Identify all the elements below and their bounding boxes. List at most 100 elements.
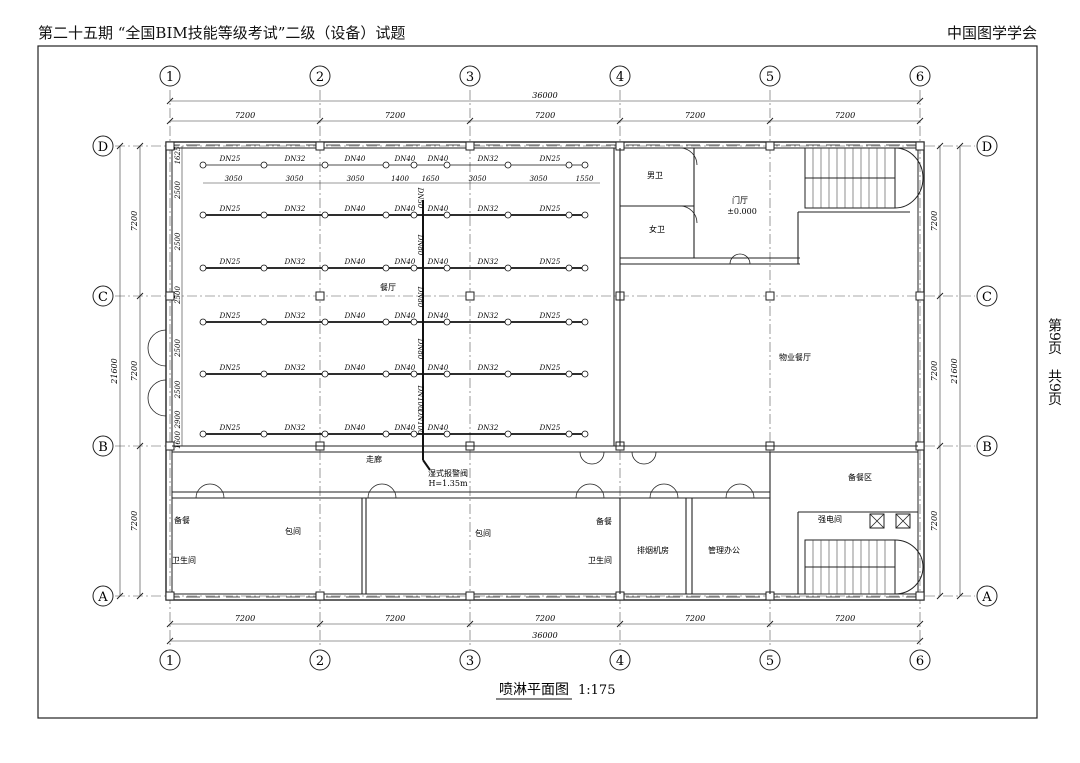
room-label-restaurant: 餐厅 [380, 283, 396, 292]
sprinkler-head [504, 161, 512, 169]
sprinkler-head [581, 370, 589, 378]
main-pipe [422, 459, 431, 471]
column [765, 291, 775, 301]
main-size-label: DN80 [416, 286, 424, 308]
page-indicator: 第9页 共9页 [1043, 318, 1062, 406]
left-bay-dim-tick [136, 442, 144, 450]
pipe-size-label: DN40 [344, 424, 366, 432]
row-spacing-label: 2500 [174, 380, 182, 399]
right-bay-dim-tick [936, 442, 944, 450]
left-bay-dim-tick [136, 142, 144, 150]
room-label-corridor: 走廊 [366, 454, 382, 464]
right-bay-dim-label: 7200 [930, 211, 939, 231]
axis-bubble [159, 649, 181, 671]
room-label-elevation: ±0.000 [727, 207, 757, 216]
room-label-business-restaurant: 物业餐厅 [779, 352, 811, 362]
right-total-dim-label: 21600 [950, 358, 959, 384]
column [465, 591, 475, 601]
axis-number: 2 [316, 654, 324, 669]
bottom-total-dim-tick [916, 637, 924, 645]
axis-bubble [609, 65, 631, 87]
pipe-size-label: DN40 [344, 155, 366, 163]
pipe-size-label: DN32 [477, 424, 499, 432]
page-total: 共9页 [1046, 368, 1062, 406]
sprinkler-head [260, 370, 268, 378]
pipe-size-label: DN32 [284, 312, 306, 320]
axis-bubble [309, 649, 331, 671]
axis-number: 6 [916, 654, 924, 669]
pipe-size-label: DN25 [539, 205, 561, 213]
room-label-alarm-height: H=1.35m [428, 479, 467, 488]
sprinkler-head [382, 264, 390, 272]
left-total-dim-tick [116, 592, 124, 600]
pipe-size-label: DN25 [219, 205, 241, 213]
pipe-size-label: DN40 [344, 364, 366, 372]
room-label-private-room-2: 包间 [475, 528, 491, 538]
sprinkler-head [565, 318, 573, 326]
column [915, 291, 925, 301]
row-spacing-label: 2500 [174, 181, 182, 200]
bottom-total-dim-tick [166, 637, 174, 645]
bottom-bay-dim-label: 7200 [385, 614, 405, 623]
row-spacing-label: 1600 [174, 431, 182, 449]
axis-bubble [92, 585, 114, 607]
sprinkler-head [504, 211, 512, 219]
sprinkler-head [504, 318, 512, 326]
top-bay-dim-label: 7200 [685, 111, 705, 120]
axis-letter: C [982, 290, 992, 305]
exterior-wall [165, 141, 925, 601]
axis-number: 2 [316, 70, 324, 85]
pipe-size-label: DN32 [284, 155, 306, 163]
sprinkler-head [321, 370, 329, 378]
sprinkler-head [199, 430, 207, 438]
page-number: 第9页 [1046, 318, 1062, 355]
axis-number: 3 [466, 70, 474, 85]
door-swing [679, 205, 698, 224]
column [165, 591, 175, 601]
sprinkler-head [581, 161, 589, 169]
axis-bubble [459, 649, 481, 671]
room-label-prep-1: 备餐 [174, 515, 190, 525]
bottom-bay-dim-label: 7200 [835, 614, 855, 623]
pipe-size-label: DN25 [539, 312, 561, 320]
column [165, 141, 175, 151]
room-label-fan-room: 排烟机房 [637, 545, 669, 555]
top-bay-dim-label: 7200 [385, 111, 405, 120]
main-size-label: DN80 [416, 338, 424, 360]
column [315, 141, 325, 151]
pipe-size-label: DN40 [427, 424, 449, 432]
column [465, 291, 475, 301]
sprinkler-head [199, 211, 207, 219]
sprinkler-head [410, 318, 418, 326]
room-label-restroom-2: 卫生间 [588, 555, 612, 565]
pipe-size-label: DN25 [219, 312, 241, 320]
axis-letter: D [98, 140, 108, 155]
bottom-bay-dim-tick [166, 620, 174, 628]
pipe-size-label: DN25 [539, 424, 561, 432]
pipe-size-label: DN32 [284, 364, 306, 372]
sprinkler-head [565, 161, 573, 169]
door-swing [729, 253, 751, 265]
top-bay-dim-label: 7200 [535, 111, 555, 120]
top-bay-dim-tick [766, 117, 774, 125]
row-spacing-label: 2500 [174, 232, 182, 251]
axis-letter: D [982, 140, 992, 155]
pipe-size-label: DN40 [427, 258, 449, 266]
axis-bubble [976, 135, 998, 157]
row-spacing-label: 2500 [174, 339, 182, 358]
sprinkler-head [443, 264, 451, 272]
stair-landing [894, 539, 924, 595]
row-spacing-label: 2900 [174, 410, 182, 429]
door-swing [367, 483, 397, 499]
sprinkler-head [504, 264, 512, 272]
top-bay-dim-tick [616, 117, 624, 125]
sprinkler-head [321, 318, 329, 326]
pipe-size-label: DN25 [539, 364, 561, 372]
right-total-dim-tick [956, 592, 964, 600]
door-swing [631, 451, 657, 465]
plan-scale: 1:175 [578, 683, 615, 698]
room-label-office: 管理办公 [708, 545, 740, 555]
pipe-size-label: DN40 [427, 364, 449, 372]
room-label-pump-room: 强电间 [818, 514, 842, 524]
